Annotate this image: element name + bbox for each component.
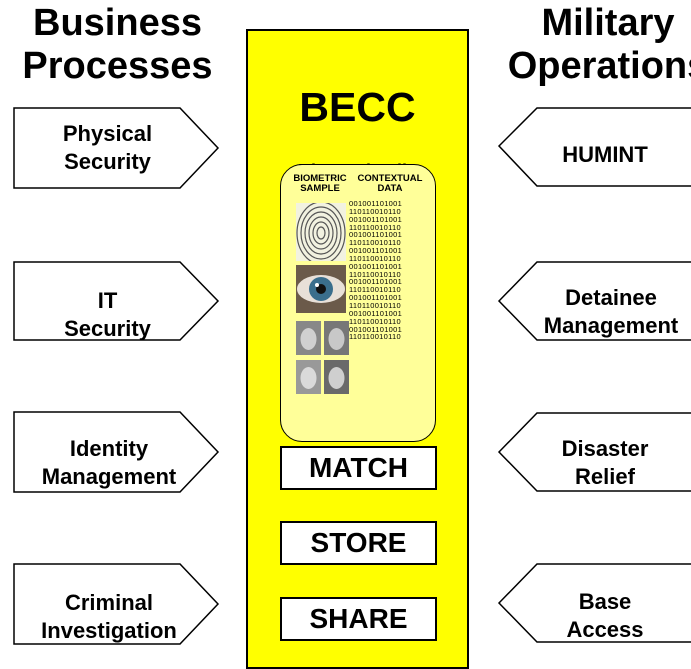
binary-line: 001001101001 [349,293,403,303]
binary-line: 001001101001 [349,230,403,240]
criminal-investigation-label: Criminal Investigation [41,590,177,643]
it-security-label: IT Security [64,288,151,341]
binary-line: 001001101001 [349,246,403,256]
binary-line: 110110010110 [349,269,401,279]
biometric-sample-header: BIOMETRIC SAMPLE [293,173,347,194]
binary-line: 110110010110 [349,253,401,263]
binary-line: 110110010110 [349,285,401,295]
match-button[interactable]: MATCH [280,446,437,490]
binary-line: 110110010110 [349,238,401,248]
identity-management-label: Identity Management [41,436,177,489]
binary-line: 001001101001 [349,308,403,318]
base-access-label: Base Access [566,589,644,642]
binary-line: 001001101001 [349,324,403,334]
binary-line: 110110010110 [349,316,401,326]
contextual-data-header: CONTEXTUAL DATA [357,173,423,194]
binary-line: 110110010110 [349,206,401,216]
becc-title: BECC [299,84,416,130]
becc-panel: BECC Biometric File BIOMETRIC SAMPLE CON… [246,29,469,669]
physical-security-label: Physical Security [62,121,153,174]
fingerprint-icon [296,203,346,261]
binary-line: 110110010110 [349,222,401,232]
military-operations-heading: Military Operations [507,2,691,87]
eye-icon [296,265,346,313]
binary-line: 001001101001 [349,214,403,224]
binary-line: 110110010110 [349,332,401,342]
binary-line: 110110010110 [349,300,401,310]
detainee-management-label: Detainee Management [543,285,679,338]
binary-line: 001001101001 [349,199,403,208]
humint-label: HUMINT [562,142,648,167]
business-processes-heading: Business Processes [22,2,213,87]
binary-line: 001001101001 [349,261,403,271]
store-button[interactable]: STORE [280,521,437,565]
face-photos-icon [296,321,349,394]
disaster-relief-label: Disaster Relief [561,436,649,489]
binary-line: 001001101001 [349,277,403,287]
biometric-file-card: BIOMETRIC SAMPLE CONTEXTUAL DATA [280,164,436,442]
share-button[interactable]: SHARE [280,597,437,641]
